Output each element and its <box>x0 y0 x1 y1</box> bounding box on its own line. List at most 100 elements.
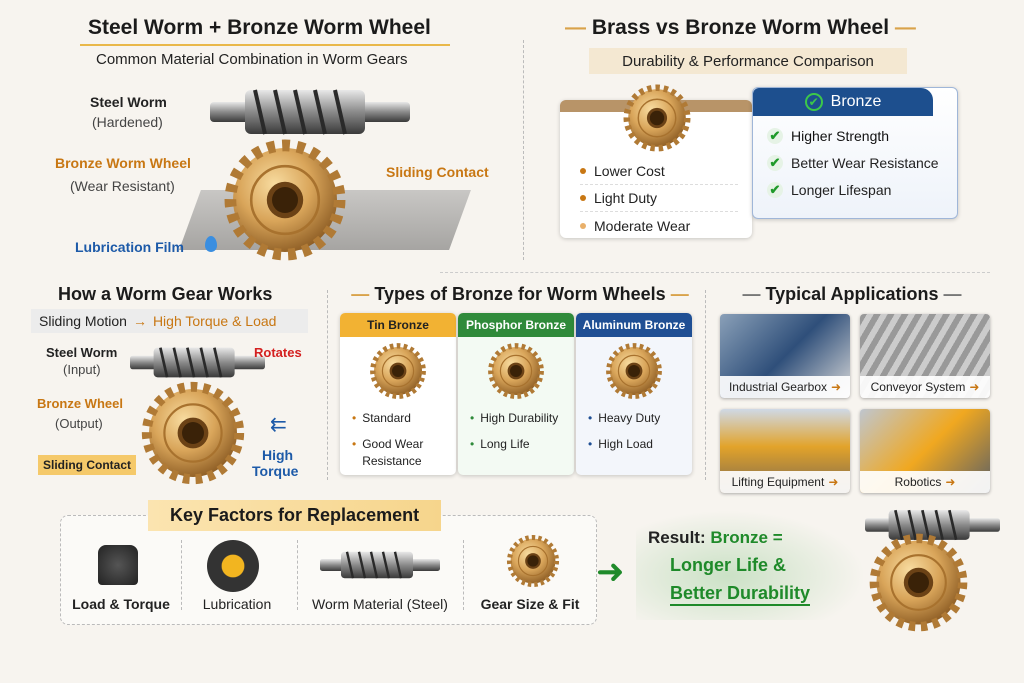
how-input: (Input) <box>63 362 101 377</box>
app-conveyor-system: Conveyor System➜ <box>860 314 990 398</box>
arrow-right-icon: ➜ <box>969 380 980 394</box>
result-text: High Torque & Load <box>152 313 277 329</box>
motion-banner: Sliding Motion → High Torque & Load <box>31 309 308 333</box>
app-label: Industrial Gearbox <box>728 380 827 394</box>
comparison-subtitle: Durability & Performance Comparison <box>589 48 907 74</box>
comparison-title: — Brass vs Bronze Worm Wheel — <box>565 16 916 39</box>
type-point-text: Long Life <box>480 437 530 451</box>
brass-item: Lower Cost <box>580 158 738 185</box>
type-name: Phosphor Bronze <box>458 313 574 337</box>
steel-worm-image <box>210 82 410 142</box>
result-title: Result: Bronze = <box>648 528 783 548</box>
type-point: •Good Wear Resistance <box>352 436 444 470</box>
label-steel-worm: Steel Worm <box>90 94 167 110</box>
result-wheel-image <box>866 530 971 635</box>
factor-lubrication: Lubrication <box>202 596 272 612</box>
how-output: (Output) <box>55 416 103 431</box>
type-point: •High Durability <box>470 411 559 425</box>
bronze-item-text: Higher Strength <box>791 127 890 144</box>
bronze-item: ✔ Longer Lifespan <box>767 176 947 203</box>
gear-image <box>340 337 456 405</box>
type-point: •Long Life <box>470 437 530 451</box>
types-title-text: Types of Bronze for Worm Wheels <box>374 284 666 304</box>
type-card-phosphor: Phosphor Bronze •High Durability •Long Li… <box>458 313 574 475</box>
arrow-right-icon: → <box>132 313 147 329</box>
factors-title: Key Factors for Replacement <box>148 500 442 531</box>
type-point-text: High Load <box>598 437 653 451</box>
type-point-text: Heavy Duty <box>598 411 661 425</box>
how-bronze-wheel: Bronze Wheel <box>37 396 123 411</box>
bronze-card: ✔ Bronze ✔ Higher Strength ✔ Better Wear R… <box>752 87 958 219</box>
bronze-item-text: Better Wear Resistance <box>791 154 939 171</box>
water-drop-icon <box>205 236 217 252</box>
arrow-right-icon: ➜ <box>828 475 839 489</box>
how-sliding-contact: Sliding Contact <box>38 455 136 475</box>
app-label: Robotics <box>894 475 942 489</box>
worm-icon <box>320 548 440 582</box>
how-steel-worm: Steel Worm <box>46 345 118 360</box>
gear-image <box>576 337 692 405</box>
brass-item-text: Moderate Wear <box>594 217 691 234</box>
type-point-text: Good Wear Resistance <box>362 437 424 468</box>
comparison-title-text: Brass vs Bronze Worm Wheel <box>591 16 890 39</box>
app-industrial-gearbox: Industrial Gearbox ➜ <box>720 314 850 398</box>
bronze-card-header: ✔ Bronze <box>753 88 933 116</box>
result-line1: Longer Life & <box>670 555 786 575</box>
brass-item: Moderate Wear <box>580 212 738 239</box>
app-lifting-equipment: Lifting Equipment➜ <box>720 409 850 493</box>
check-icon: ✔ <box>767 181 783 198</box>
type-point-text: High Durability <box>480 411 559 425</box>
arrow-right-icon: ➜ <box>831 380 842 394</box>
weight-icon <box>98 545 138 585</box>
main-title: Steel Worm + Bronze Worm Wheel <box>88 16 431 39</box>
how-title: How a Worm Gear Works <box>58 284 273 304</box>
type-point: •Heavy Duty <box>588 411 661 425</box>
brass-item: Light Duty <box>580 185 738 212</box>
check-icon: ✔ <box>767 127 783 144</box>
type-card-aluminum: Aluminum Bronze •Heavy Duty •High Load <box>576 313 692 475</box>
type-card-tin: Tin Bronze •Standard •Good Wear Resistanc… <box>340 313 456 475</box>
bronze-item: ✔ Better Wear Resistance <box>767 149 947 176</box>
app-robotics: Robotics➜ <box>860 409 990 493</box>
brass-gear-image <box>617 82 697 154</box>
motion-text: Sliding Motion <box>39 313 127 329</box>
type-name: Tin Bronze <box>340 313 456 337</box>
title-underline <box>80 44 450 46</box>
check-icon: ✔ <box>767 154 783 171</box>
type-point: •High Load <box>588 437 653 451</box>
applications-title-text: Typical Applications <box>765 284 939 304</box>
oil-gear-icon <box>207 540 259 592</box>
torque-arrow-icon: ⇇ <box>270 414 287 436</box>
label-sliding-contact: Sliding Contact <box>386 164 489 180</box>
type-point: •Standard <box>352 411 411 425</box>
main-subtitle: Common Material Combination in Worm Gear… <box>96 51 408 68</box>
app-label: Conveyor System <box>870 380 966 394</box>
type-name: Aluminum Bronze <box>576 313 692 337</box>
how-rotates: Rotates <box>254 345 302 360</box>
result-label: Result: <box>648 528 706 547</box>
check-circle-icon: ✔ <box>804 93 823 111</box>
types-title: — Types of Bronze for Worm Wheels — <box>351 284 689 304</box>
bronze-item-text: Longer Lifespan <box>791 181 892 198</box>
result-arrow-icon: ➜ <box>596 553 625 591</box>
label-bronze-worm-wheel: Bronze Worm Wheel <box>55 155 191 171</box>
gear-image <box>458 337 574 405</box>
factor-load-torque: Load & Torque <box>72 596 170 612</box>
how-wheel-image <box>138 378 248 488</box>
bronze-item: ✔ Higher Strength <box>767 122 947 149</box>
label-lubrication-film: Lubrication Film <box>75 239 184 255</box>
result-bronze: Bronze = <box>710 528 783 547</box>
factor-gear-size: Gear Size & Fit <box>480 596 580 612</box>
how-high: High <box>262 447 294 463</box>
brass-item-text: Lower Cost <box>594 163 665 179</box>
bronze-header-text: Bronze <box>830 93 882 110</box>
brass-item-text: Light Duty <box>594 190 658 206</box>
label-steel-worm-sub: (Hardened) <box>92 114 163 130</box>
app-label: Lifting Equipment <box>731 475 825 489</box>
applications-title: — Typical Applications — <box>742 284 962 304</box>
arrow-right-icon: ➜ <box>945 475 956 489</box>
how-torque: Torque <box>252 463 299 479</box>
label-bronze-wheel-sub: (Wear Resistant) <box>70 178 175 194</box>
bronze-wheel-image <box>220 135 350 265</box>
type-point-text: Standard <box>362 411 411 425</box>
